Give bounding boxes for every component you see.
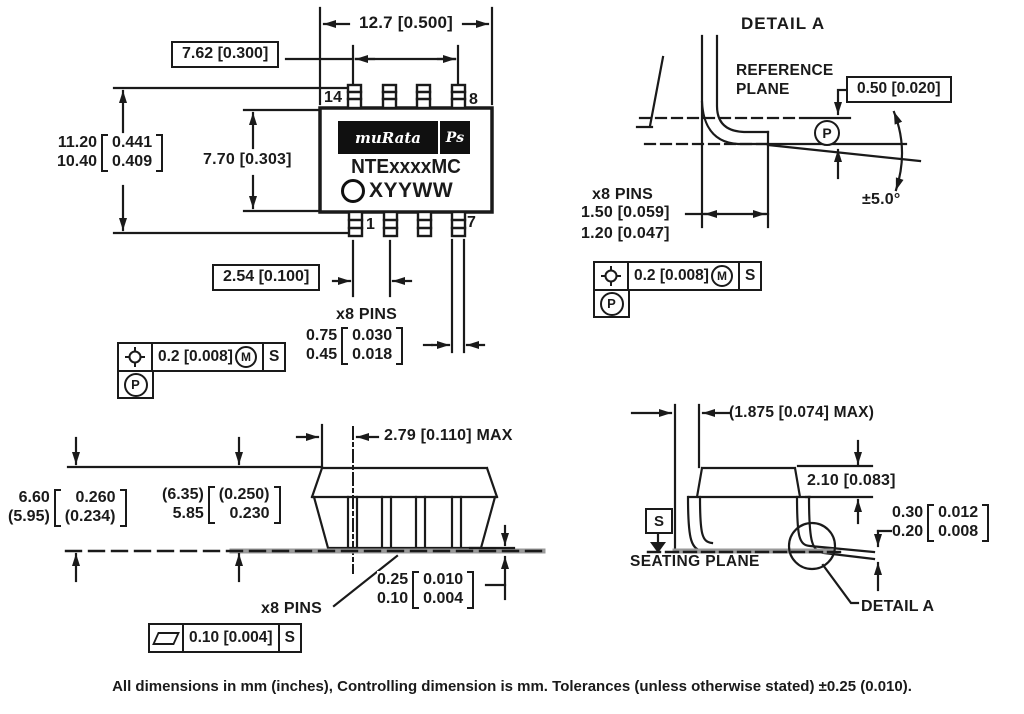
projected-datum-icon: P [599,291,624,316]
dim-lead-offset: (1.875 [0.074] MAX) [729,404,875,421]
logo-monogram: Ps [445,129,465,146]
mmc-modifier-icon: M [710,265,733,287]
pins-count-note-side: x8 PINS [261,600,322,617]
position-tolerance-frame-detail: 0.2 [0.008]M S P [593,261,763,318]
murata-logo: muRata [355,128,421,147]
big-bracket-right [982,504,990,542]
dim-standoff-boxed: 0.50 [0.020] [846,76,952,103]
flatness-tolerance-frame: 0.10 [0.004] S [148,623,302,653]
big-bracket-right [396,327,404,365]
pins-count-note-detail: x8 PINS [592,186,653,203]
position-symbol-icon [595,263,629,289]
datum-p-icon: P [814,120,840,146]
dim-height-b: (6.35) 5.85 (0.250) 0.230 [162,486,281,524]
dim-overall-height: 11.20 10.40 0.441 0.409 [57,134,164,172]
big-bracket-right [119,489,127,527]
dim-pin-span-boxed: 7.62 [0.300] [171,41,280,68]
reference-plane-label: REFERENCE PLANE [736,62,834,99]
dim-body-width: 12.7 [0.500] [358,13,454,32]
big-bracket-left [927,504,935,542]
seating-plane-label: SEATING PLANE [630,553,760,570]
dim-pin-width: 0.75 0.45 0.030 0.018 [306,327,404,365]
date-code-marking: XYYWW [341,179,453,203]
projected-datum-icon: P [123,372,148,397]
mmc-modifier-icon: M [234,346,257,368]
pins-count-note-top: x8 PINS [336,306,397,323]
position-tolerance-frame-top: 0.2 [0.008]M S P [117,342,287,399]
datum-s-cell: S [744,267,756,284]
lead-angle: ±5.0° [862,191,901,208]
dim-height-a: 6.60 (5.95) 0.260 (0.234) [8,489,127,527]
logo-divider [438,121,440,154]
dim-body-top: 2.10 [0.083] [807,472,896,489]
detail-a-reference-label: DETAIL A [861,598,935,615]
datum-s-flag: S [645,508,673,534]
flatness-symbol-icon [150,625,184,651]
pin-label-8: 8 [469,91,479,108]
big-bracket-left [101,134,109,172]
pin-label-1: 1 [366,216,376,233]
dim-body-height: 7.70 [0.303] [201,151,294,169]
manufacturer-logo-band: muRata Ps [338,121,470,154]
position-symbol-icon [119,344,153,370]
big-bracket-left [53,489,61,527]
dim-foot-length-min: 1.20 [0.047] [581,225,670,242]
datum-s-cell: S [284,629,295,646]
dim-lead-to-edge: 2.79 [0.110] MAX [384,427,513,444]
dim-standoff-side: 0.25 0.10 0.010 0.004 [377,571,475,609]
dim-pitch-boxed: 2.54 [0.100] [212,264,321,291]
dim-foot-length-max: 1.50 [0.059] [581,204,670,221]
pin-label-7: 7 [467,214,477,231]
big-bracket-right [467,571,475,609]
datum-p-box: P [117,372,154,399]
big-bracket-right [156,134,164,172]
pin1-indicator-icon [341,179,365,203]
big-bracket-left [341,327,349,365]
tolerance-footnote: All dimensions in mm (inches), Controlli… [112,678,912,695]
pin-label-14: 14 [324,89,343,106]
part-number-marking: NTExxxxMC [351,156,461,178]
detail-a-title: DETAIL A [741,14,826,33]
datum-p-box: P [593,291,630,318]
dim-lead-thickness: 0.30 0.20 0.012 0.008 [892,504,990,542]
big-bracket-right [273,486,281,524]
big-bracket-left [412,571,420,609]
datum-s-cell: S [268,348,280,365]
big-bracket-left [207,486,215,524]
